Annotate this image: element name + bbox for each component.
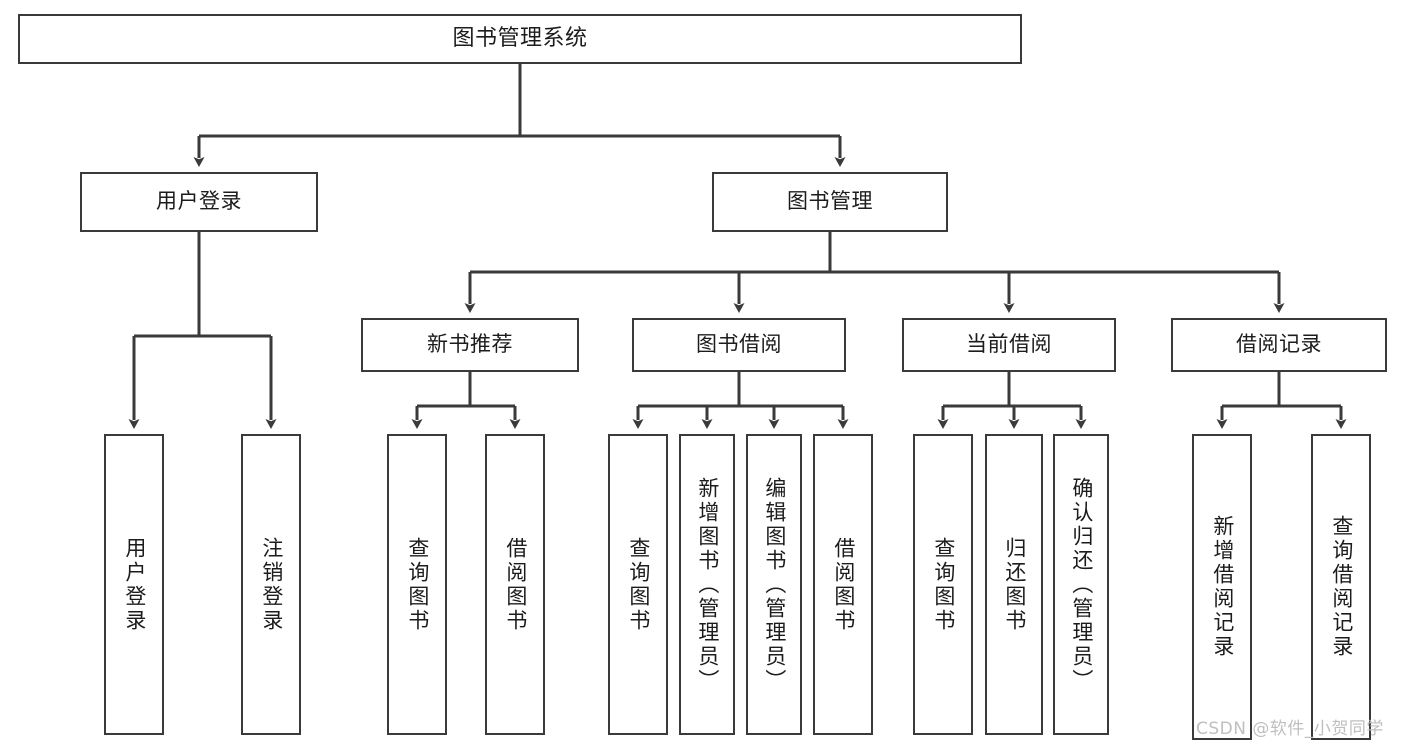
- node-leaf-user-logout-label: 注销登录: [259, 536, 284, 633]
- node-leaf-query-book-borrow-label: 查询图书: [626, 536, 651, 633]
- node-leaf-add-borrow-record[interactable]: 新增借阅记录: [1192, 434, 1252, 740]
- node-leaf-edit-book-admin[interactable]: 编辑图书（管理员）: [746, 434, 802, 735]
- node-book-borrow-label: 图书借阅: [696, 332, 782, 357]
- node-leaf-user-login-label: 用户登录: [122, 536, 147, 633]
- node-leaf-borrow-book[interactable]: 借阅图书: [813, 434, 873, 735]
- node-leaf-borrow-book-label: 借阅图书: [831, 536, 856, 633]
- node-user-login[interactable]: 用户登录: [80, 172, 318, 232]
- node-leaf-add-book-admin[interactable]: 新增图书（管理员）: [679, 434, 735, 735]
- node-root-label: 图书管理系统: [452, 25, 588, 51]
- node-borrow-record[interactable]: 借阅记录: [1171, 318, 1387, 372]
- node-leaf-borrow-book-rec-label: 借阅图书: [503, 536, 528, 633]
- node-leaf-confirm-return-admin[interactable]: 确认归还（管理员）: [1053, 434, 1109, 735]
- node-book-manage[interactable]: 图书管理: [712, 172, 948, 232]
- node-leaf-user-logout[interactable]: 注销登录: [241, 434, 301, 735]
- node-leaf-borrow-book-rec[interactable]: 借阅图书: [485, 434, 545, 735]
- node-leaf-edit-book-admin-label: 编辑图书（管理员）: [762, 476, 787, 693]
- node-current-borrow-label: 当前借阅: [966, 332, 1052, 357]
- node-leaf-add-book-admin-label: 新增图书（管理员）: [695, 476, 720, 693]
- node-leaf-query-book-current-label: 查询图书: [931, 536, 956, 633]
- csdn-watermark: CSDN @软件_小贺同学: [1196, 719, 1384, 739]
- node-leaf-query-borrow-record-label: 查询借阅记录: [1329, 515, 1354, 659]
- node-leaf-add-borrow-record-label: 新增借阅记录: [1210, 515, 1235, 659]
- node-borrow-record-label: 借阅记录: [1236, 332, 1322, 357]
- node-leaf-confirm-return-admin-label: 确认归还（管理员）: [1069, 476, 1094, 693]
- node-leaf-return-book[interactable]: 归还图书: [985, 434, 1043, 735]
- node-leaf-query-book-rec[interactable]: 查询图书: [387, 434, 447, 735]
- node-book-borrow[interactable]: 图书借阅: [632, 318, 846, 372]
- node-leaf-query-book-current[interactable]: 查询图书: [913, 434, 973, 735]
- node-user-login-label: 用户登录: [156, 189, 242, 214]
- node-new-book-recommend[interactable]: 新书推荐: [361, 318, 579, 372]
- node-leaf-user-login[interactable]: 用户登录: [104, 434, 164, 735]
- node-leaf-query-book-borrow[interactable]: 查询图书: [608, 434, 668, 735]
- node-new-book-recommend-label: 新书推荐: [427, 332, 513, 357]
- node-leaf-query-borrow-record[interactable]: 查询借阅记录: [1311, 434, 1371, 740]
- node-book-manage-label: 图书管理: [787, 189, 873, 214]
- node-root[interactable]: 图书管理系统: [18, 14, 1022, 64]
- node-leaf-return-book-label: 归还图书: [1002, 536, 1027, 633]
- node-leaf-query-book-rec-label: 查询图书: [405, 536, 430, 633]
- node-current-borrow[interactable]: 当前借阅: [902, 318, 1116, 372]
